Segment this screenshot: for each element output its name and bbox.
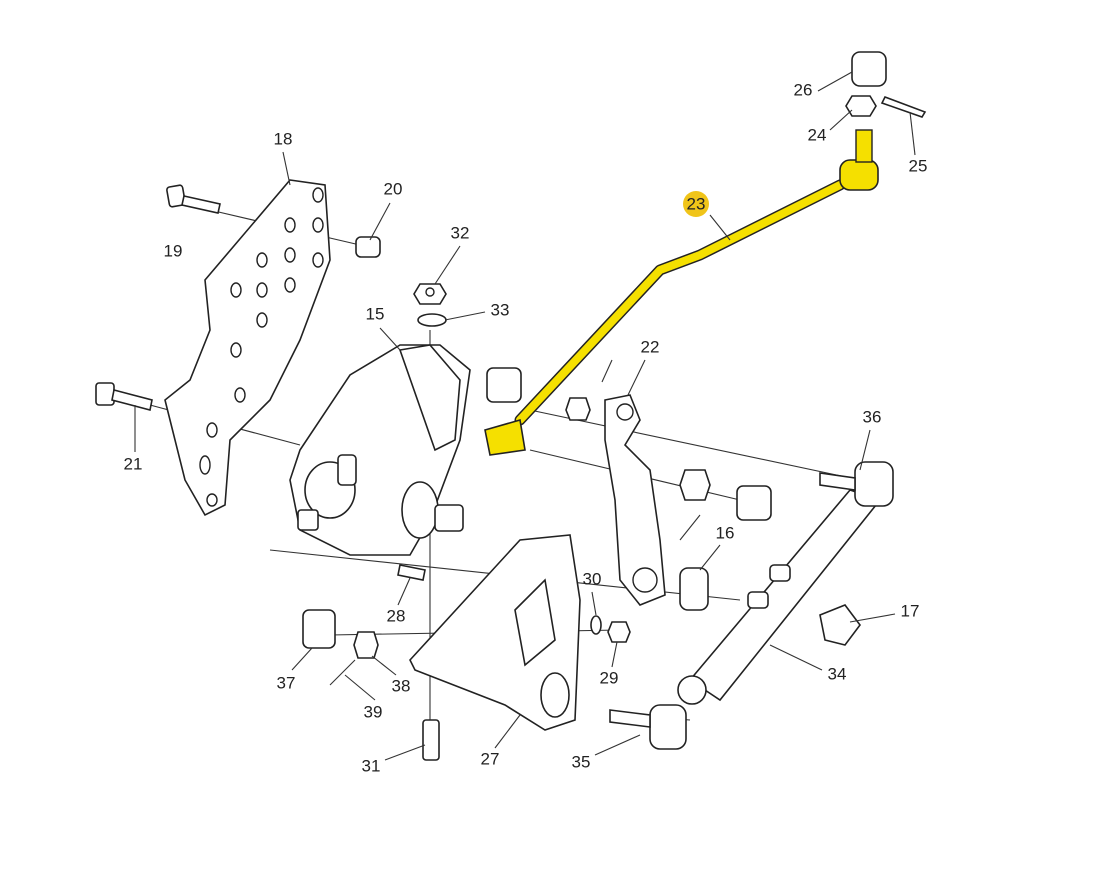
callout-16[interactable]: 16 [716, 523, 735, 542]
cap-26 [851, 51, 887, 87]
callout-34[interactable]: 34 [828, 664, 847, 683]
callout-32[interactable]: 32 [451, 223, 470, 242]
bolt-21 [95, 382, 153, 411]
mounting-plate [164, 179, 331, 517]
bolt-31 [422, 719, 440, 761]
callout-22[interactable]: 22 [641, 337, 660, 356]
bracket [409, 534, 581, 731]
callout-20[interactable]: 20 [384, 179, 403, 198]
callout-31[interactable]: 31 [362, 756, 381, 775]
callout-24[interactable]: 24 [808, 125, 827, 144]
callout-29[interactable]: 29 [600, 668, 619, 687]
tie-rod-highlighted [484, 129, 879, 456]
callout-21[interactable]: 21 [124, 454, 143, 473]
callout-26[interactable]: 26 [794, 80, 813, 99]
callout-18[interactable]: 18 [274, 129, 293, 148]
steering-box [289, 344, 471, 556]
leader-lines [134, 71, 916, 761]
callout-17[interactable]: 17 [901, 601, 920, 620]
cotter-pin-25 [880, 95, 927, 118]
nut-32 [413, 283, 447, 305]
bolt-19 [166, 184, 221, 214]
cotter-pin-22 [601, 359, 613, 383]
callout-39[interactable]: 39 [364, 702, 383, 721]
drag-link [609, 461, 894, 750]
callout-36[interactable]: 36 [863, 407, 882, 426]
callout-37[interactable]: 37 [277, 673, 296, 692]
spacer-20 [355, 236, 381, 258]
pitman-arm [604, 394, 666, 606]
bushings [302, 367, 772, 659]
callout-27[interactable]: 27 [481, 749, 500, 768]
callout-labels: 18 20 19 32 33 15 22 26 24 25 23 36 21 1… [124, 80, 928, 775]
callout-23[interactable]: 23 [687, 194, 706, 213]
cotter-pin-39 [329, 659, 356, 686]
nut-24 [845, 95, 877, 117]
callout-19[interactable]: 19 [164, 241, 183, 260]
callout-35[interactable]: 35 [572, 752, 591, 771]
callout-25[interactable]: 25 [909, 156, 928, 175]
callout-38[interactable]: 38 [392, 676, 411, 695]
callout-28[interactable]: 28 [387, 606, 406, 625]
washer-33 [417, 313, 447, 327]
callout-30[interactable]: 30 [583, 569, 602, 588]
highlight-badge [683, 191, 709, 217]
callout-15[interactable]: 15 [366, 304, 385, 323]
callout-33[interactable]: 33 [491, 300, 510, 319]
cotter-pin [679, 514, 701, 541]
